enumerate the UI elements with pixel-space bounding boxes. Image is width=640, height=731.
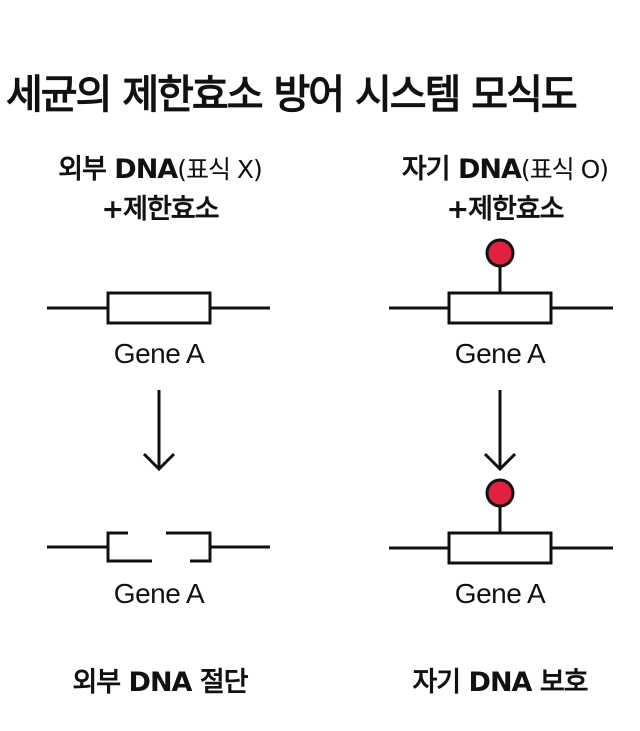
right-dna-protected	[389, 478, 613, 565]
right-heading-enzyme: +제한효소	[446, 194, 565, 225]
cut-fragment-right	[166, 531, 212, 563]
right-result: 자기 DNA 보호	[412, 667, 588, 698]
methyl-marker-icon	[485, 238, 515, 268]
left-result: 외부 DNA 절단	[72, 667, 248, 698]
left-gene-label-bottom: Gene A	[113, 578, 205, 609]
right-dna-marked	[389, 238, 613, 325]
left-heading-dna: 외부 DNA	[58, 154, 178, 185]
left-dna-cut	[47, 531, 270, 563]
methyl-marker-icon	[485, 478, 515, 508]
page-title: 세균의 제한효소 방어 시스템 모식도	[6, 72, 578, 118]
left-heading: 외부 DNA(표식 X) +제한효소	[0, 150, 320, 230]
right-gene-box	[447, 291, 553, 325]
left-heading-mark: (표식 X)	[177, 155, 263, 184]
left-gene-label-top: Gene A	[113, 338, 205, 369]
right-gene-label-top: Gene A	[454, 338, 546, 369]
right-heading: 자기 DNA(표식 O) +제한효소	[345, 150, 640, 230]
left-dna-intact	[47, 291, 270, 325]
left-down-arrow-icon	[142, 390, 176, 472]
right-gene-box-protected	[447, 531, 553, 565]
left-heading-enzyme: +제한효소	[101, 194, 220, 225]
right-heading-dna: 자기 DNA	[401, 154, 522, 185]
left-gene-box	[106, 291, 212, 325]
right-heading-mark: (표식 O)	[520, 155, 609, 184]
right-gene-label-bottom: Gene A	[454, 578, 546, 609]
cut-fragment-left	[106, 531, 152, 563]
right-down-arrow-icon	[483, 390, 517, 472]
